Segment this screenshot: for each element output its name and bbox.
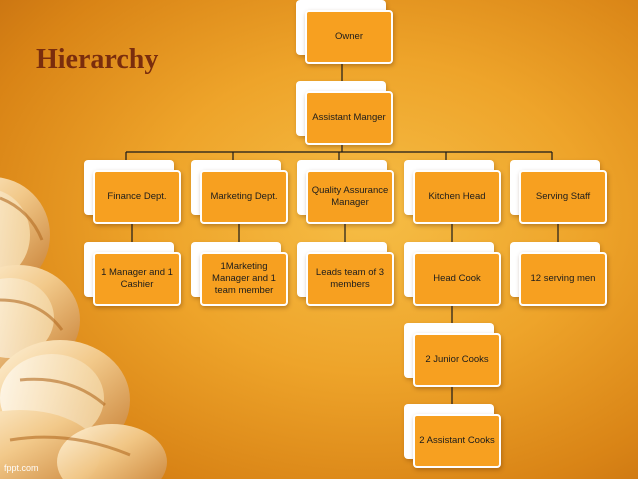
slide-title: Hierarchy xyxy=(36,44,159,75)
node-assistant-cooks: 2 Assistant Cooks xyxy=(404,404,501,468)
node-finance-dept-label: Finance Dept. xyxy=(93,170,181,224)
node-marketing-dept: Marketing Dept. xyxy=(191,160,288,224)
node-quality-assurance-label: Quality Assurance Manager xyxy=(306,170,394,224)
node-serving-men: 12 serving men xyxy=(510,242,607,306)
node-marketing-dept-label: Marketing Dept. xyxy=(200,170,288,224)
node-kitchen-head-label: Kitchen Head xyxy=(413,170,501,224)
node-owner: Owner xyxy=(296,0,393,64)
node-assistant-manager: Assistant Manger xyxy=(296,81,393,145)
node-finance-staff: 1 Manager and 1 Cashier xyxy=(84,242,181,306)
node-quality-team: Leads team of 3 members xyxy=(297,242,394,306)
node-head-cook-label: Head Cook xyxy=(413,252,501,306)
node-assistant-cooks-label: 2 Assistant Cooks xyxy=(413,414,501,468)
node-serving-staff: Serving Staff xyxy=(510,160,607,224)
node-owner-label: Owner xyxy=(305,10,393,64)
node-head-cook: Head Cook xyxy=(404,242,501,306)
node-finance-dept: Finance Dept. xyxy=(84,160,181,224)
node-marketing-staff: 1Marketing Manager and 1 team member xyxy=(191,242,288,306)
node-kitchen-head: Kitchen Head xyxy=(404,160,501,224)
node-quality-assurance: Quality Assurance Manager xyxy=(297,160,394,224)
node-quality-team-label: Leads team of 3 members xyxy=(306,252,394,306)
node-junior-cooks: 2 Junior Cooks xyxy=(404,323,501,387)
node-assistant-manager-label: Assistant Manger xyxy=(305,91,393,145)
watermark: fppt.com xyxy=(4,463,39,473)
node-junior-cooks-label: 2 Junior Cooks xyxy=(413,333,501,387)
node-finance-staff-label: 1 Manager and 1 Cashier xyxy=(93,252,181,306)
node-serving-staff-label: Serving Staff xyxy=(519,170,607,224)
node-serving-men-label: 12 serving men xyxy=(519,252,607,306)
node-marketing-staff-label: 1Marketing Manager and 1 team member xyxy=(200,252,288,306)
